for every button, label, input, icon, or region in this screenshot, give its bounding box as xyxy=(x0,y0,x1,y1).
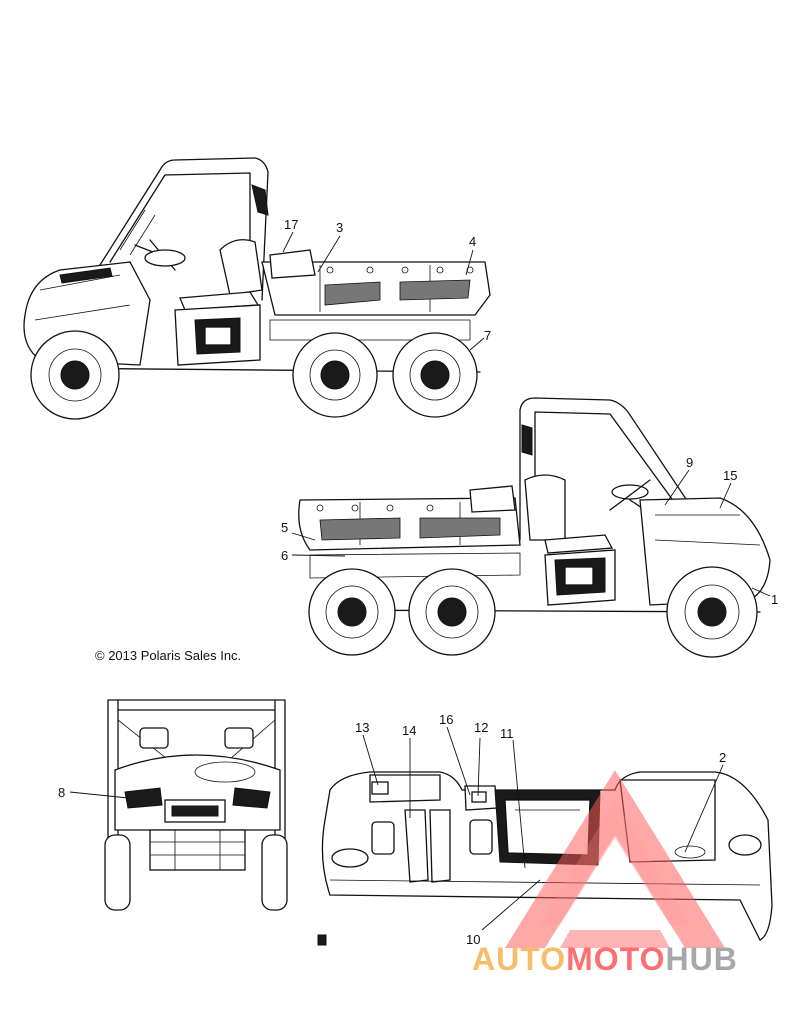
callout-15: 15 xyxy=(723,468,737,483)
right-middle-wheel xyxy=(408,568,496,656)
watermark-triangle-icon xyxy=(505,770,725,948)
callout-7: 7 xyxy=(484,328,491,343)
callout-12: 12 xyxy=(474,720,488,735)
callout-2: 2 xyxy=(719,750,726,765)
rear-wheel xyxy=(392,332,478,418)
callout-10: 10 xyxy=(466,932,480,947)
front-wheel xyxy=(30,330,120,420)
right-front-wheel xyxy=(666,566,758,658)
callout-13: 13 xyxy=(355,720,369,735)
callout-14: 14 xyxy=(402,723,416,738)
middle-wheel xyxy=(292,332,378,418)
watermark-part-auto: AUTO xyxy=(472,941,566,977)
watermark-text: AUTOMOTOHUB xyxy=(472,941,738,977)
vehicle-front-view xyxy=(104,699,288,911)
vehicle-side-view-right xyxy=(298,397,771,658)
vehicle-side-view-left xyxy=(23,157,491,420)
watermark-part-hub: HUB xyxy=(665,941,737,977)
callout-17: 17 xyxy=(284,217,298,232)
watermark-part-moto: MOTO xyxy=(566,941,665,977)
callout-11: 11 xyxy=(500,726,514,741)
right-rear-wheel xyxy=(308,568,396,656)
callout-3: 3 xyxy=(336,220,343,235)
leader-lines xyxy=(69,231,771,931)
callout-4: 4 xyxy=(469,234,476,249)
watermark-logo: AUTOMOTOHUB xyxy=(472,770,738,977)
copyright-text: © 2013 Polaris Sales Inc. xyxy=(95,648,241,663)
callout-6: 6 xyxy=(281,548,288,563)
callout-labels: 1 2 3 4 5 6 7 8 9 10 11 12 13 14 15 16 1… xyxy=(58,217,778,947)
callout-1: 1 xyxy=(771,592,778,607)
callout-9: 9 xyxy=(686,455,693,470)
callout-8: 8 xyxy=(58,785,65,800)
callout-16: 16 xyxy=(439,712,453,727)
callout-5: 5 xyxy=(281,520,288,535)
